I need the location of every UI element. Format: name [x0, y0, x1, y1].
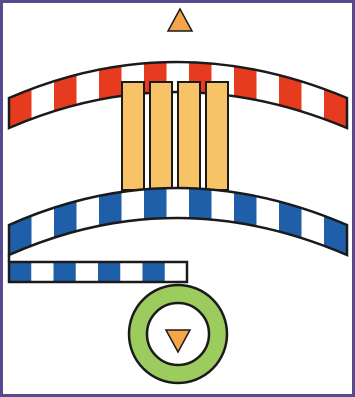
hook-blue-stripe: [98, 262, 120, 282]
hook-blue-stripe: [143, 262, 165, 282]
hook-blue-stripe: [54, 262, 76, 282]
gold-vertical-bar: [150, 82, 172, 190]
gold-vertical-bar: [122, 82, 144, 190]
gold-vertical-bar: [206, 82, 228, 190]
hook-blue-stripe: [9, 262, 31, 282]
bottom-ring: [129, 285, 227, 383]
gold-vertical-bar: [178, 82, 200, 190]
